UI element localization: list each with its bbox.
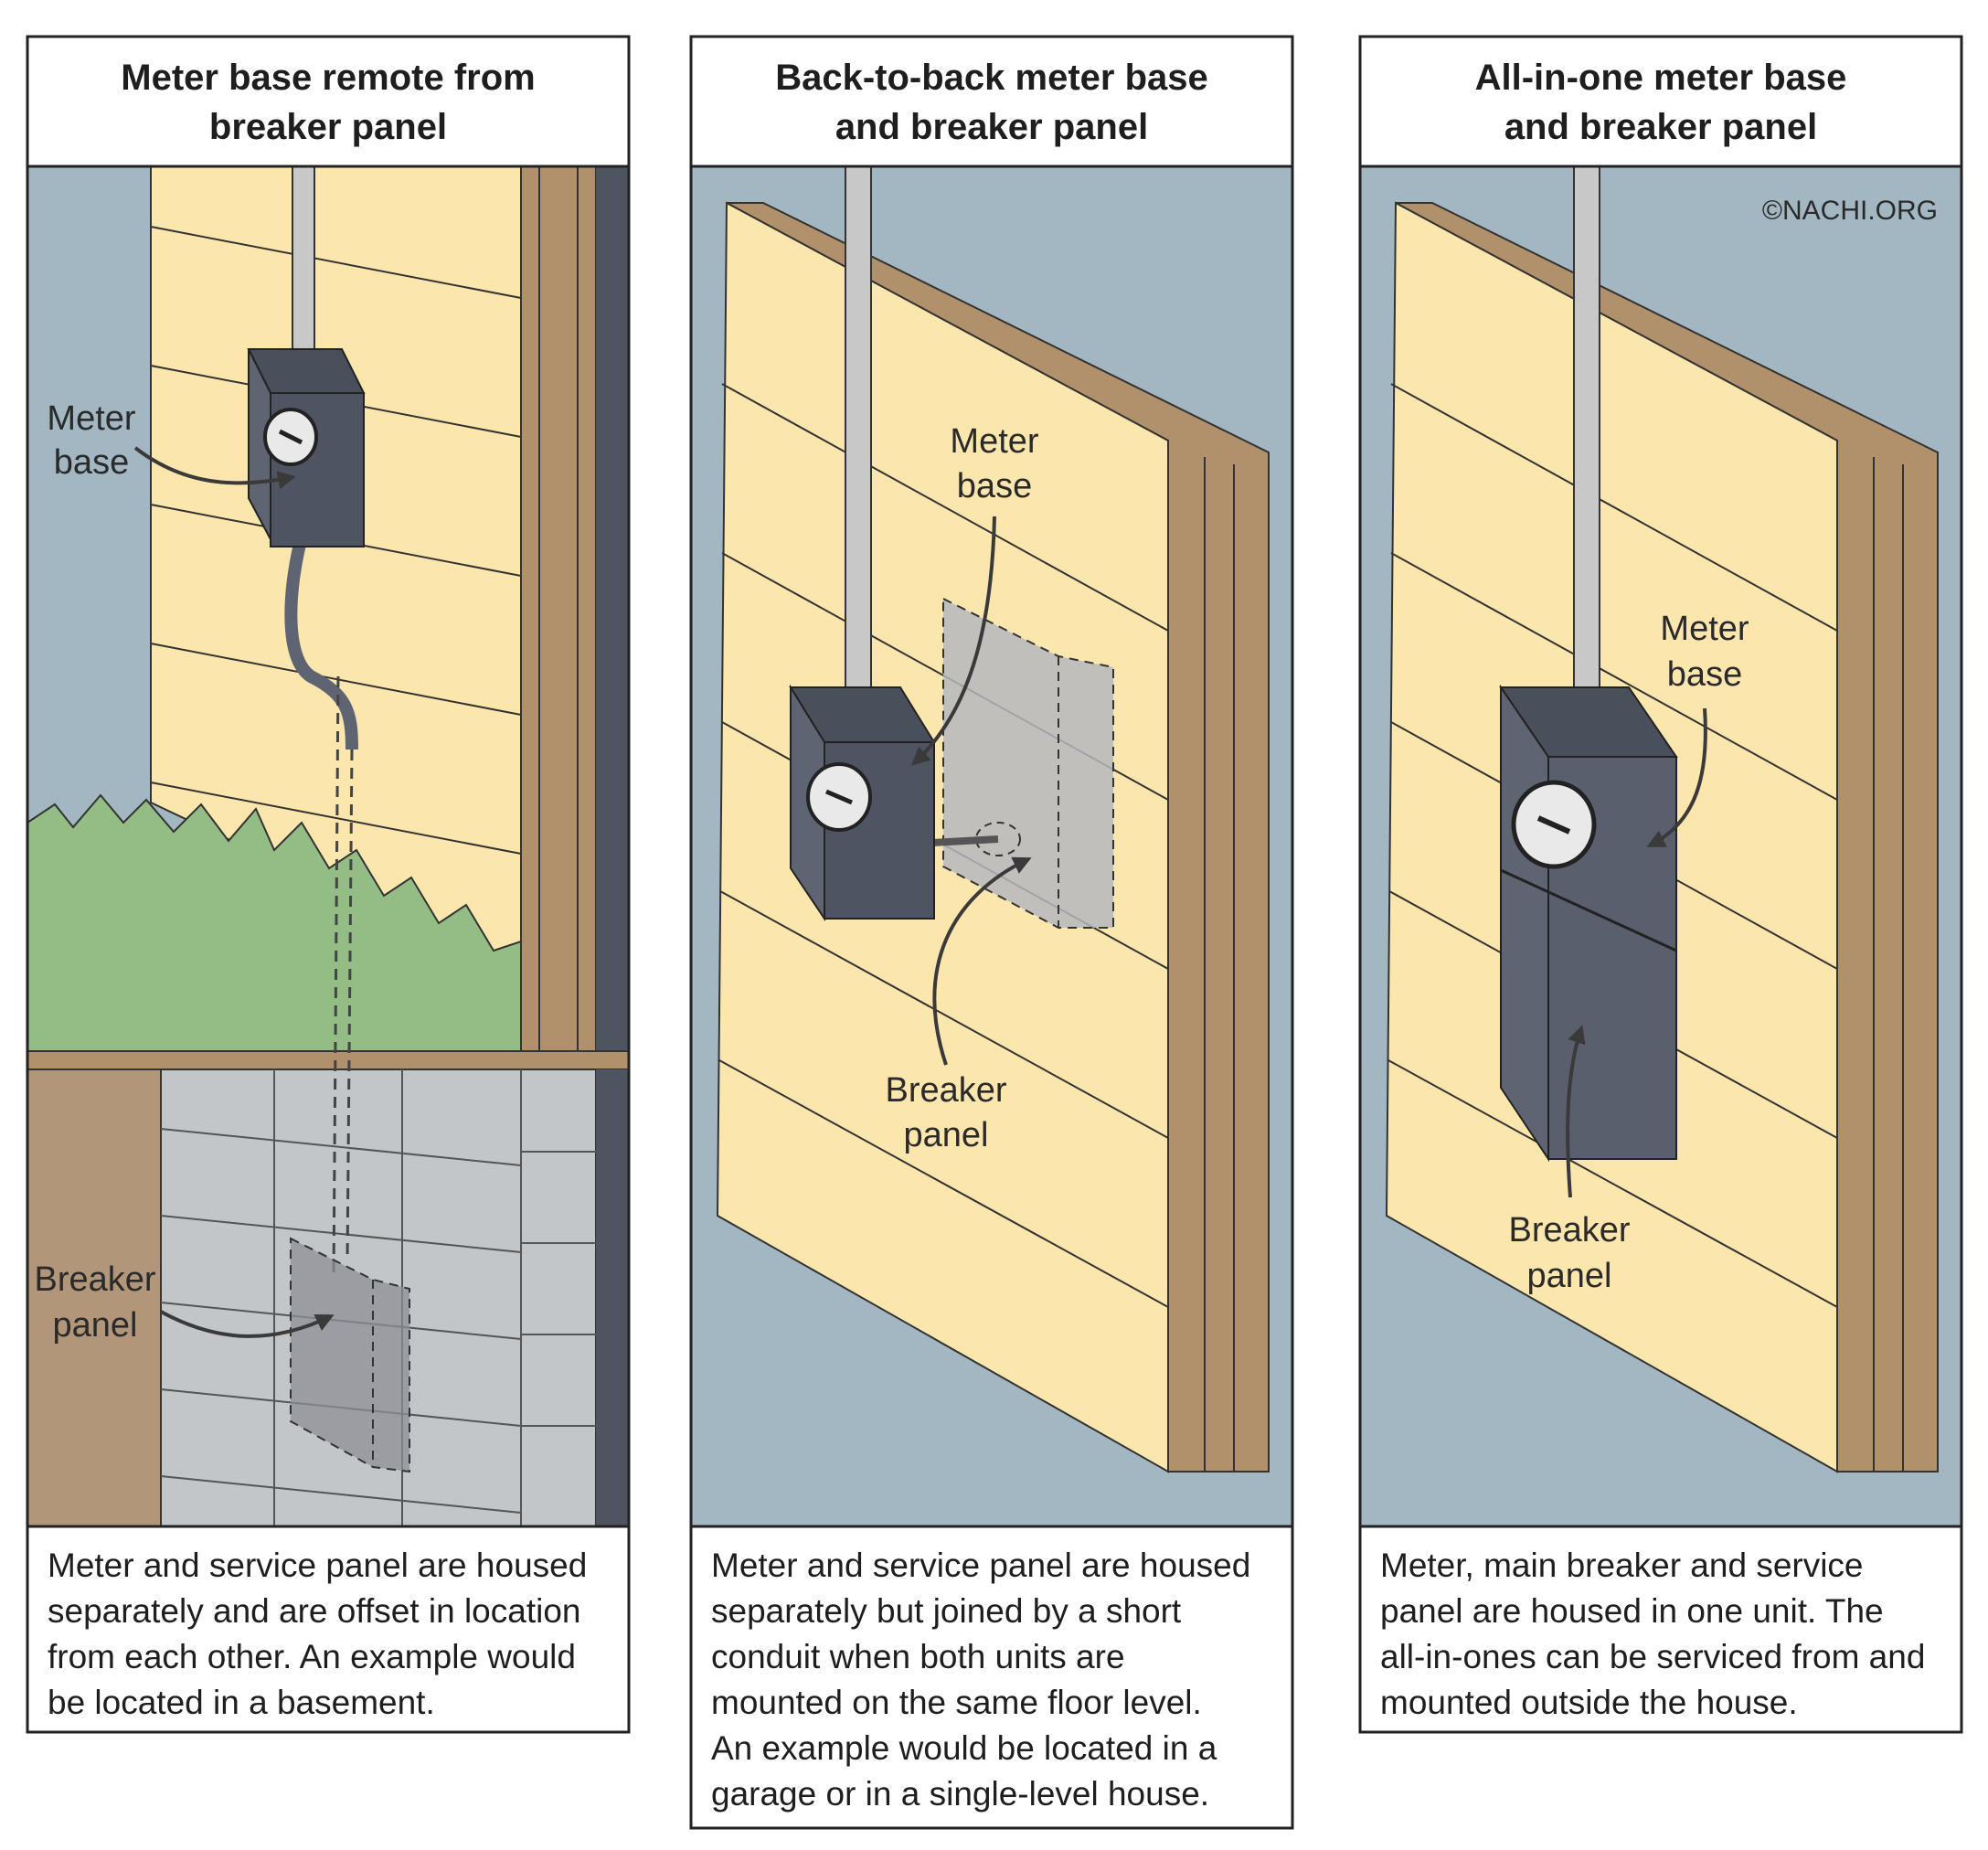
panel-2-meter-arrow <box>911 516 996 766</box>
hidden-breaker-panel-1 <box>290 1237 410 1473</box>
service-conduit <box>1573 166 1600 693</box>
panel-3-caption-line-4: mounted outside the house. <box>1380 1684 1798 1721</box>
panel-1-breaker-label-line-2: panel <box>53 1306 138 1345</box>
panel-1-breaker-label-line-1: Breaker <box>34 1260 155 1299</box>
hidden-breaker-panel-2 <box>942 597 1114 929</box>
panel-3: All-in-one meter base and breaker panel <box>1358 35 1963 1734</box>
short-conduit <box>931 835 999 846</box>
panel-3-caption-box <box>1358 1525 1963 1734</box>
service-conduit <box>845 166 872 693</box>
panel-2-caption-line-4: mounted on the same floor level. <box>711 1684 1202 1721</box>
meter-base-box-1 <box>247 348 366 548</box>
panel-3-illustration <box>1360 166 1961 1526</box>
panel-1-meter-arrow <box>133 446 296 489</box>
grass <box>27 793 522 1052</box>
panel-3-caption-line-1: Meter, main breaker and service <box>1380 1547 1864 1584</box>
panel-1-caption-line-3: from each other. An example would <box>48 1638 576 1675</box>
panel-2-title-box <box>689 35 1294 168</box>
panel-3-meter-label-line-2: base <box>1667 655 1742 694</box>
panel-1-title-box <box>26 35 631 168</box>
meter-base-box-2 <box>789 684 936 922</box>
panel-2-caption-line-2: separately but joined by a short <box>711 1592 1182 1630</box>
panel-2-caption-line-3: conduit when both units are <box>711 1638 1125 1675</box>
panel-1-title-line-2: breaker panel <box>209 107 447 147</box>
panel-1-caption-line-4: be located in a basement. <box>48 1684 435 1721</box>
feeder-cable <box>284 528 358 750</box>
panel-1-caption-box <box>26 1525 631 1734</box>
service-conduit <box>292 166 315 359</box>
panel-3-title-line-2: and breaker panel <box>1504 107 1817 147</box>
panel-3-caption-line-3: all-in-ones can be serviced from and <box>1380 1638 1925 1675</box>
panel-3-title-box <box>1358 35 1963 168</box>
panel-1-caption-line-2: separately and are offset in location <box>48 1592 580 1630</box>
panel-3-breaker-label-line-2: panel <box>1527 1257 1612 1295</box>
credit: ©NACHI.ORG <box>1762 196 1938 226</box>
panel-2-caption-line-1: Meter and service panel are housed <box>711 1547 1250 1584</box>
panel-2-caption-line-6: garage or in a single-level house. <box>711 1775 1209 1813</box>
panel-1-meter-label-line-2: base <box>54 443 129 482</box>
panel-2-caption-box <box>689 1525 1294 1830</box>
panel-1: Meter base remote from breaker panel <box>26 35 631 1734</box>
panel-1-caption-line-1: Meter and service panel are housed <box>48 1547 587 1584</box>
panel-3-caption-line-2: panel are housed in one unit. The <box>1380 1592 1884 1630</box>
panel-1-illustration <box>27 166 629 1526</box>
panel-3-meter-arrow <box>1646 707 1707 847</box>
panel-2: Back-to-back meter base and breaker pane… <box>689 35 1294 1830</box>
panel-3-title-line-1: All-in-one meter base <box>1475 58 1847 98</box>
basement-dirt <box>27 1069 162 1526</box>
grade-ledge <box>27 1050 629 1070</box>
panel-2-meter-label-line-1: Meter <box>950 422 1038 461</box>
panel-2-meter-label-line-2: base <box>957 467 1032 505</box>
panel-2-breaker-label-line-2: panel <box>904 1116 989 1154</box>
panel-3-breaker-label-line-1: Breaker <box>1508 1211 1630 1249</box>
panel-1-breaker-arrow <box>160 1310 335 1338</box>
panel-2-title-line-2: and breaker panel <box>835 107 1148 147</box>
panel-2-breaker-label-line-1: Breaker <box>885 1071 1006 1110</box>
corner-trim <box>520 166 597 1052</box>
panel-1-meter-label-line-1: Meter <box>47 399 135 438</box>
panel-2-caption-line-5: An example would be located in a <box>711 1729 1217 1767</box>
panel-2-illustration <box>691 166 1292 1526</box>
panel-1-title-line-1: Meter base remote from <box>121 58 535 98</box>
panel-3-meter-label-line-1: Meter <box>1660 610 1749 648</box>
all-in-one-unit <box>1499 684 1678 1163</box>
panel-2-breaker-arrow <box>932 856 1032 1066</box>
panel-3-breaker-arrow <box>1566 1025 1586 1198</box>
panel-2-title-line-1: Back-to-back meter base <box>775 58 1208 98</box>
